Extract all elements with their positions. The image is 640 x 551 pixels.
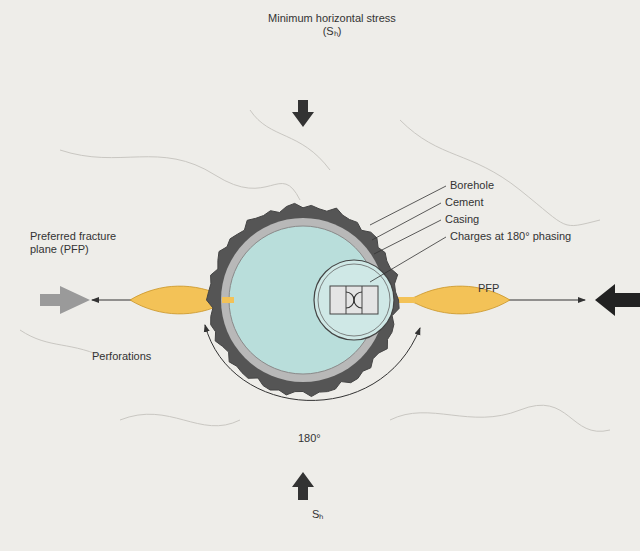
plane-label: Preferred fracture plane (PFP)	[30, 230, 140, 256]
part-label: Cement	[445, 196, 484, 209]
shaped-charge	[330, 286, 378, 314]
perforation	[222, 297, 234, 303]
shaped-charge	[346, 286, 347, 314]
perforating-gun	[314, 260, 394, 340]
angle-arc	[205, 325, 420, 400]
angle-label: 180°	[298, 432, 321, 445]
part-label: Perforations	[92, 350, 151, 363]
leader-lines	[370, 186, 446, 282]
stress-arrow	[292, 472, 314, 500]
stress-arrow	[40, 286, 90, 314]
casing	[221, 218, 385, 382]
natural-fractures	[20, 110, 610, 431]
shaped-charge	[346, 292, 354, 308]
stress-arrow	[292, 100, 314, 127]
perforating-gun	[318, 264, 390, 336]
stress-label: Minimum horizontal stress (Sₕ)	[262, 12, 402, 38]
shaped-charge	[362, 286, 363, 314]
part-label: Borehole	[450, 179, 494, 192]
fracture-plane-line	[505, 300, 585, 301]
part-label: Charges at 180° phasing	[450, 230, 571, 243]
part-label: Casing	[445, 213, 479, 226]
plane-label: PFP	[478, 282, 499, 295]
stress-label: Sₕ	[312, 508, 323, 521]
wellbore-fluid	[229, 226, 377, 374]
borehole-wall	[207, 203, 400, 396]
stress-arrow	[595, 284, 640, 316]
shaped-charge	[354, 292, 362, 308]
